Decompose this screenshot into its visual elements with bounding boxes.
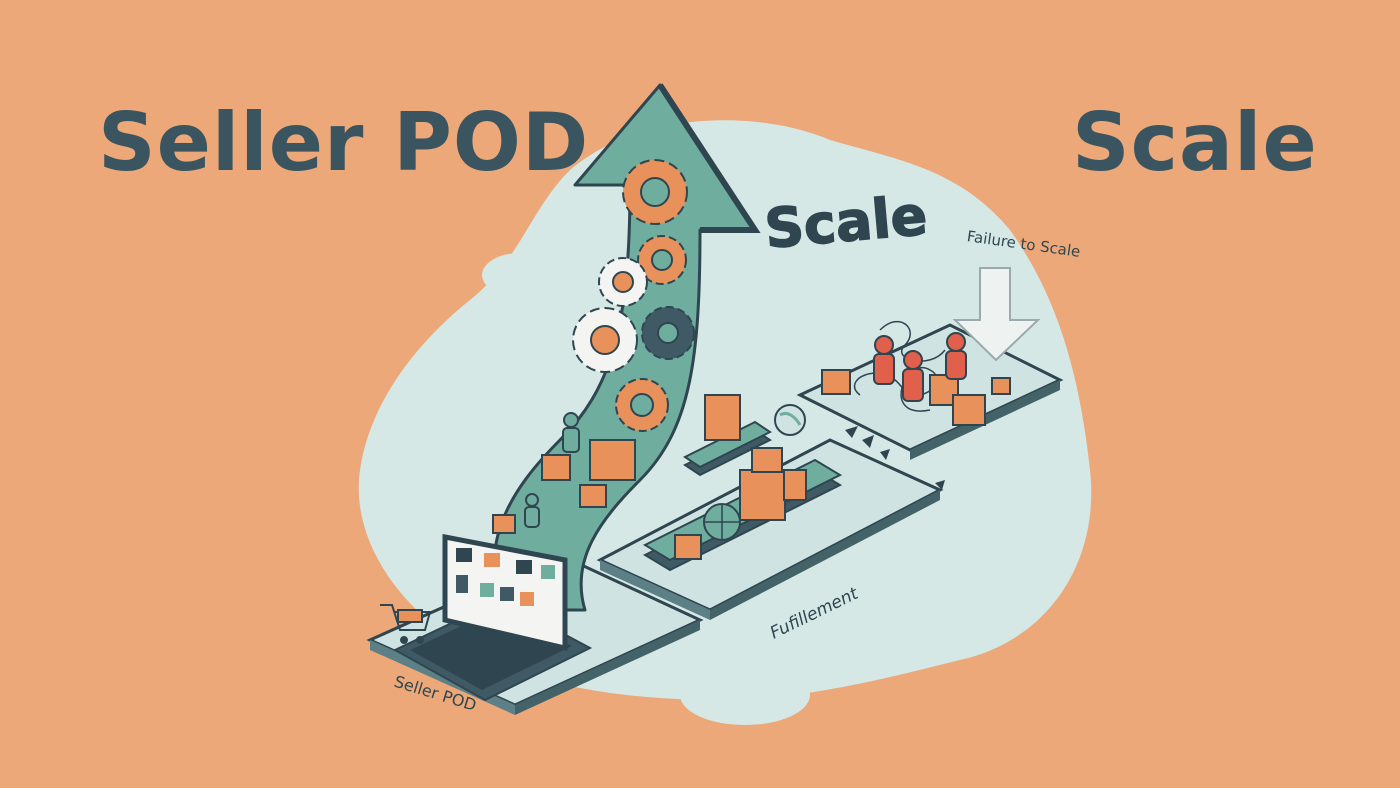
globe-icon: [774, 404, 806, 436]
shopping-cart-icon: [380, 604, 432, 644]
gears: [572, 159, 695, 432]
tshirt-icons: [456, 548, 555, 606]
gear-icon: [641, 306, 695, 360]
fulfillment-boxes: [674, 394, 807, 560]
gear-icon: [598, 257, 648, 307]
gear-icon: [622, 159, 688, 225]
frustrated-workers: [873, 332, 967, 402]
laptop: [392, 533, 593, 702]
down-arrow-icon: [952, 267, 1041, 362]
scale-label: Scale: [762, 184, 929, 261]
broken-debris: [845, 426, 945, 490]
title-seller-pod: Seller POD: [98, 96, 590, 189]
background-blob-small-bottom: [680, 665, 810, 725]
gear-icon: [615, 378, 669, 432]
gear-icon: [572, 307, 638, 373]
gear-icon: [637, 235, 687, 285]
title-scale: Scale: [1072, 96, 1318, 189]
arrow-boxes: [492, 439, 636, 534]
worker-figure: [524, 412, 580, 528]
globe-icon: [703, 503, 741, 541]
background-blob-small-top: [482, 253, 558, 297]
failure-boxes: [821, 369, 1011, 426]
